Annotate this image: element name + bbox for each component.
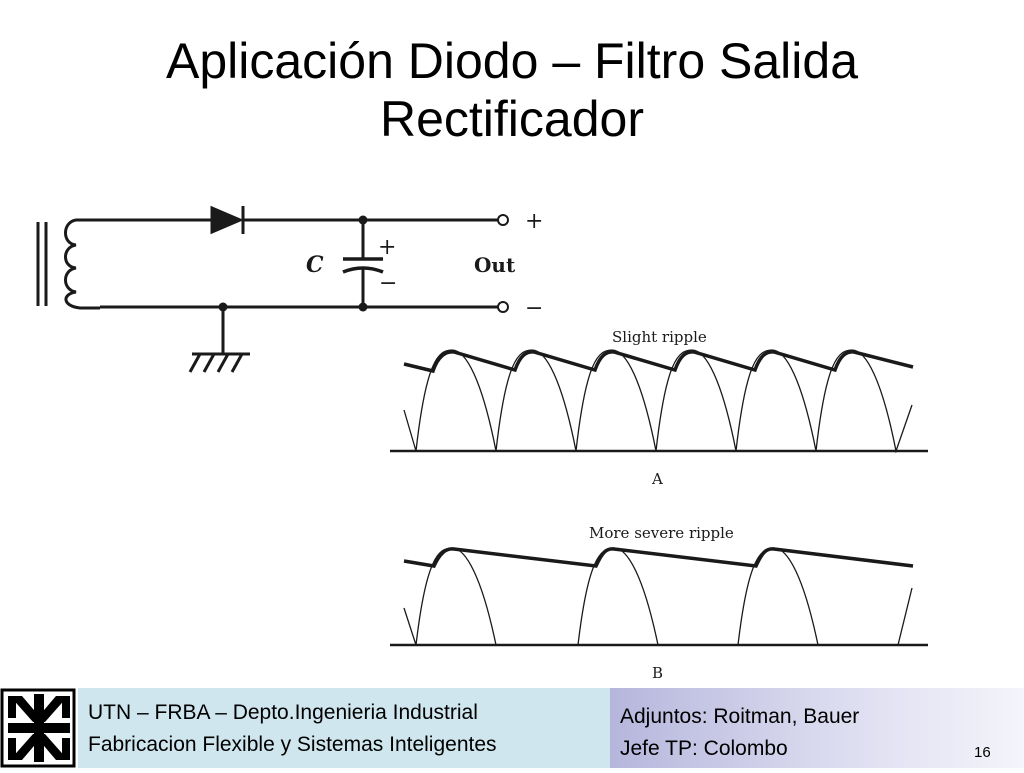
footer-course: Fabricacion Flexible y Sistemas Intelige… bbox=[88, 733, 497, 756]
capacitor-plate-curved bbox=[342, 266, 384, 274]
rectifier-circuit bbox=[36, 205, 509, 373]
footer-institution: UTN – FRBA – Depto.Ingenieria Industrial bbox=[88, 701, 478, 724]
ground-icon bbox=[202, 353, 216, 373]
output-label: Out bbox=[474, 253, 516, 277]
output-plus-sign: + bbox=[525, 209, 543, 234]
utn-logo bbox=[0, 688, 78, 768]
waveform-a-label: A bbox=[651, 470, 663, 488]
footer-institution-band: UTN – FRBA – Depto.Ingenieria Industrial… bbox=[78, 688, 610, 768]
slide-footer: UTN – FRBA – Depto.Ingenieria Industrial… bbox=[0, 688, 1024, 768]
junction-dot bbox=[358, 302, 368, 312]
output-minus-sign: − bbox=[525, 296, 543, 321]
capacitor-label: C bbox=[306, 252, 324, 278]
diode-icon bbox=[210, 205, 244, 235]
junction-dot bbox=[358, 215, 368, 225]
capacitor-minus-sign: − bbox=[379, 271, 397, 296]
page-number: 16 bbox=[974, 744, 991, 761]
circuit-labels: C + − Out + − bbox=[306, 209, 543, 321]
waveform-a-rectified-wave bbox=[403, 349, 913, 454]
output-terminal bbox=[497, 301, 509, 313]
title-line-2: Rectificador bbox=[380, 91, 644, 147]
footer-adjuntos: Adjuntos: Roitman, Bauer bbox=[620, 705, 860, 728]
rectifier-figure: C + − Out + − Slight ripple A More sever… bbox=[36, 205, 928, 682]
output-terminal bbox=[497, 214, 509, 226]
waveform-a-caption: Slight ripple bbox=[612, 328, 707, 346]
waveform-b-caption: More severe ripple bbox=[589, 524, 734, 542]
footer-staff-band: Adjuntos: Roitman, Bauer Jefe TP: Colomb… bbox=[610, 688, 1024, 768]
capacitor-plus-sign: + bbox=[378, 235, 396, 260]
ground-icon bbox=[216, 353, 230, 373]
ground-icon bbox=[230, 353, 244, 373]
waveform-b-filtered-output bbox=[403, 547, 914, 568]
ground-icon bbox=[188, 353, 202, 373]
waveform-b-rectified-wave bbox=[403, 547, 913, 646]
slide-title: Aplicación Diodo – Filtro Salida Rectifi… bbox=[0, 32, 1024, 148]
waveform-b-label: B bbox=[652, 664, 663, 682]
title-line-1: Aplicación Diodo – Filtro Salida bbox=[165, 33, 859, 89]
waveform-a-filtered-output bbox=[403, 350, 914, 374]
utn-logo-icon bbox=[0, 688, 76, 768]
transformer-winding bbox=[64, 218, 100, 310]
waveform-a bbox=[390, 349, 928, 454]
footer-jefe-tp: Jefe TP: Colombo bbox=[620, 737, 788, 760]
waveform-b bbox=[390, 547, 928, 647]
